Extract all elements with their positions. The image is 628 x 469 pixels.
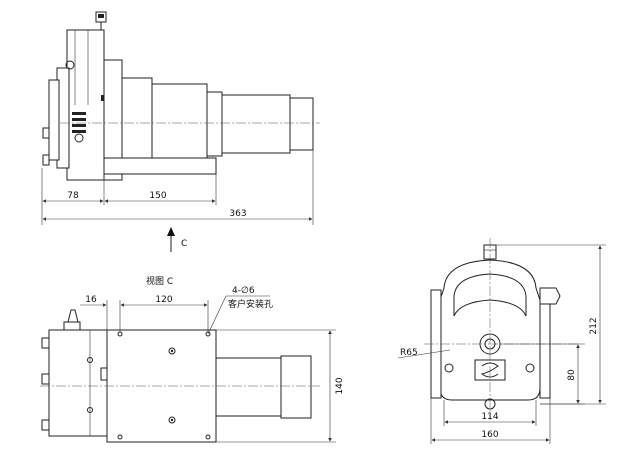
spring-detail — [72, 112, 86, 143]
dim-363: 363 — [229, 209, 246, 219]
dim-140: 140 — [335, 377, 345, 394]
dim-160: 160 — [481, 430, 498, 440]
dim-r65: R65 — [400, 348, 418, 358]
top-side-view: 78 150 363 C — [41, 11, 320, 252]
dim-78: 78 — [67, 191, 79, 201]
dim-120: 120 — [155, 295, 172, 305]
dim-212: 212 — [589, 317, 599, 334]
hole-spec: 4-∅6 — [232, 286, 255, 296]
view-arrow-label: C — [181, 239, 187, 249]
dim-150: 150 — [149, 191, 166, 201]
front-elevation-view: R65 80 212 114 160 — [397, 238, 606, 444]
dim-16: 16 — [85, 295, 97, 305]
view-arrow-icon — [167, 227, 175, 236]
view-title: 视图 C — [146, 275, 173, 287]
dim-80: 80 — [567, 369, 577, 381]
hole-note: 客户安装孔 — [228, 298, 273, 310]
bottom-plan-view: 视图 C 16 120 4-∅6 — [40, 275, 345, 443]
dim-114: 114 — [481, 412, 498, 422]
